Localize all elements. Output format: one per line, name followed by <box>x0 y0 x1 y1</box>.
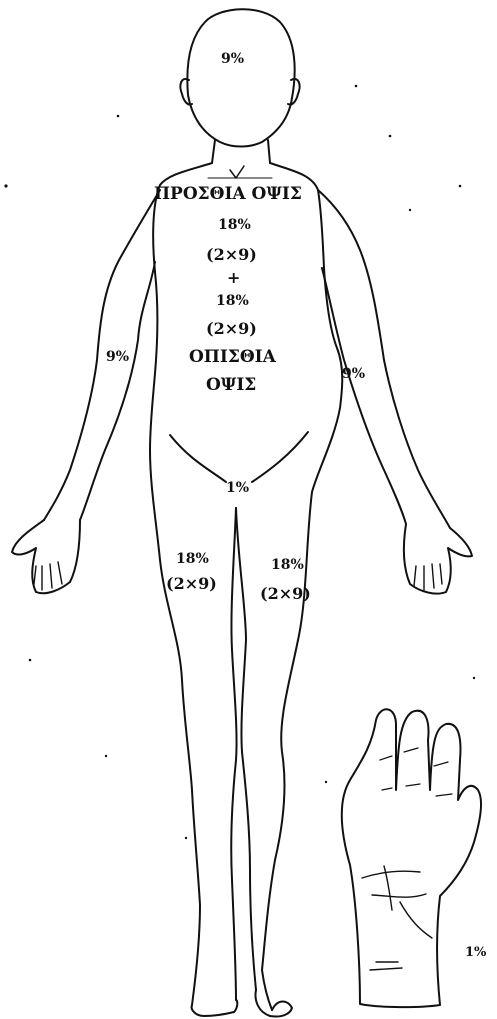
palm-percent-label: 1% <box>465 946 486 959</box>
right-ear <box>180 79 192 105</box>
right-arm-percent-label: 9% <box>106 350 129 364</box>
right-fingers <box>34 562 62 590</box>
palm-finger-creases <box>380 748 452 796</box>
neck-right <box>268 140 270 163</box>
perineum-percent-label: 1% <box>226 481 249 495</box>
plus-sign: + <box>227 270 240 286</box>
right-leg-calc-label: (2×9) <box>166 576 217 592</box>
head-percent-label: 9% <box>221 52 244 66</box>
front-view-title: ΠΡΟΣΘΙΑ ΟΨΙΣ <box>154 186 302 203</box>
groin-left <box>170 435 226 482</box>
torso-back-calc-label: (2×9) <box>206 321 257 337</box>
torso-front-percent-label: 18% <box>218 218 251 232</box>
left-arm-percent-label: 9% <box>342 367 365 381</box>
palm-creases <box>362 866 432 970</box>
right-foot <box>192 1000 238 1016</box>
back-view-title-line2: ΟΨΙΣ <box>206 377 256 394</box>
right-leg-percent-label: 18% <box>176 552 209 566</box>
torso-front-calc-label: (2×9) <box>206 247 257 263</box>
right-arm-outer <box>44 190 160 520</box>
left-arm-outer <box>318 190 450 528</box>
inner-leg-left <box>231 508 236 1000</box>
left-leg-percent-label: 18% <box>271 558 304 572</box>
left-foot <box>256 990 292 1017</box>
neck-tick <box>230 166 244 178</box>
palm-hand-outline <box>342 709 481 1007</box>
left-leg-calc-label: (2×9) <box>260 586 311 602</box>
head-outline <box>187 9 294 146</box>
groin-right <box>252 432 308 482</box>
neck-left <box>212 140 215 163</box>
right-hand <box>12 520 80 593</box>
back-view-title-line1: ΟΠΙΣΘΙΑ <box>189 349 276 366</box>
inner-leg-right <box>236 508 256 990</box>
left-fingers <box>414 564 442 590</box>
torso-back-percent-label: 18% <box>216 294 249 308</box>
